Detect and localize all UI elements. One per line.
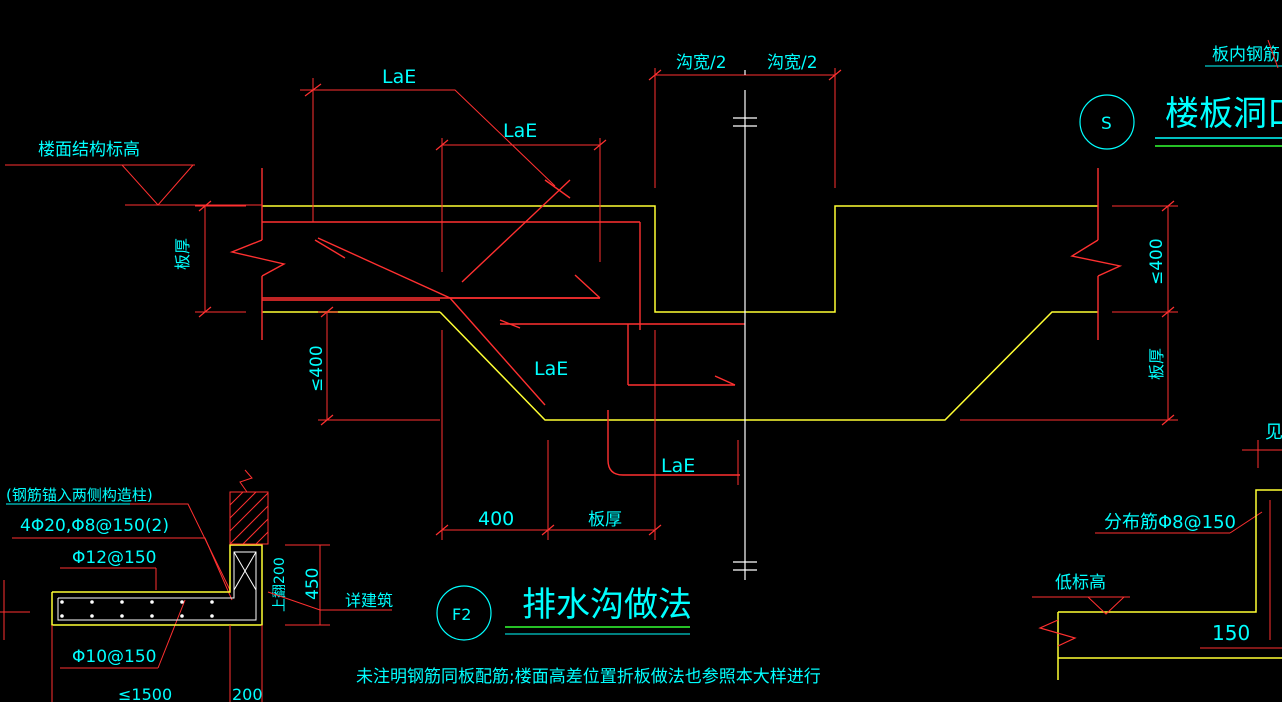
label-dim-450: 450	[303, 568, 323, 600]
label-dim-1500: ≤1500	[118, 685, 172, 702]
label-lae-top: LaE	[382, 66, 416, 88]
label-footnote: 未注明钢筋同板配筋;楼面高差位置折板做法也参照本大样进行	[356, 667, 821, 687]
right-break-line	[1038, 619, 1077, 647]
label-trench-half-right: 沟宽/2	[767, 53, 818, 73]
label-dim-150: 150	[1212, 621, 1250, 645]
label-section-f2: F2	[452, 605, 471, 624]
label-beam-rebar: 4Φ20,Φ8@150(2)	[20, 516, 169, 536]
rebar-10-leader	[157, 599, 186, 669]
label-see-architecture: 详建筑	[345, 591, 393, 610]
label-dim-400: 400	[478, 508, 514, 530]
dimension-lines	[5, 68, 1178, 540]
beam-rebar-dots	[60, 600, 214, 618]
label-rebar-10: Φ10@150	[72, 647, 156, 667]
break-lines	[229, 168, 1123, 340]
label-slab-thickness-right: 板厚	[1147, 348, 1166, 380]
f2-title: F2 排水沟做法	[436, 585, 692, 641]
anchor-note-leader	[130, 503, 231, 591]
label-see-cut: 见	[1265, 422, 1282, 443]
centerline	[733, 70, 757, 580]
label-slab-thickness-left: 板厚	[173, 238, 192, 270]
section-s-circle	[1079, 94, 1135, 150]
section-s-title: S 板内钢筋 楼板洞口翻	[1079, 39, 1282, 150]
label-right-title: 楼板洞口翻	[1165, 94, 1282, 134]
label-lae-mid: LaE	[503, 120, 537, 142]
label-lae-lower: LaE	[534, 358, 568, 380]
main-section-labels: LaE LaE LaE LaE 沟宽/2 沟宽/2 楼面结构标高 400 板厚 …	[38, 53, 1167, 530]
label-drain-title: 排水沟做法	[522, 585, 692, 625]
dimension-ticks	[198, 69, 1175, 536]
label-lae-bottom: LaE	[661, 455, 695, 477]
wall-hatch	[229, 491, 269, 545]
bottom-left-detail: (钢筋锚入两侧构造柱) 4Φ20,Φ8@150(2) Φ12@150 Φ10@1…	[0, 469, 393, 702]
label-dim-200: 200	[232, 685, 263, 702]
label-dim-slab-thickness: 板厚	[588, 510, 622, 530]
right-bottom-detail: 见 分布筋Φ8@150 低标高 150	[1032, 422, 1282, 680]
label-low-elevation: 低标高	[1055, 573, 1106, 593]
label-le400-left: ≤400	[307, 345, 327, 392]
label-floor-elevation: 楼面结构标高	[38, 140, 140, 160]
rebar-lines	[262, 179, 745, 476]
label-rebar-12: Φ12@150	[72, 548, 156, 568]
wall-break	[239, 469, 253, 493]
wall-outline	[1058, 489, 1282, 613]
label-anchor-note: (钢筋锚入两侧构造柱)	[6, 486, 153, 504]
label-le400-right: ≤400	[1147, 238, 1167, 285]
beam-diag-2	[233, 551, 257, 591]
low-elevation-marker	[1087, 596, 1125, 615]
section-f2-circle	[436, 585, 492, 641]
label-trench-half-left: 沟宽/2	[676, 53, 727, 73]
label-upturn-200: 上翻200	[272, 557, 288, 612]
see-arch-leader	[267, 591, 392, 611]
label-slab-rebar-tag: 板内钢筋	[1212, 45, 1280, 65]
slab-rebar-leader	[1267, 39, 1279, 69]
label-distribution-rebar: 分布筋Φ8@150	[1104, 512, 1236, 533]
beam-rebar-leader	[165, 537, 233, 601]
label-section-s: S	[1101, 114, 1112, 134]
